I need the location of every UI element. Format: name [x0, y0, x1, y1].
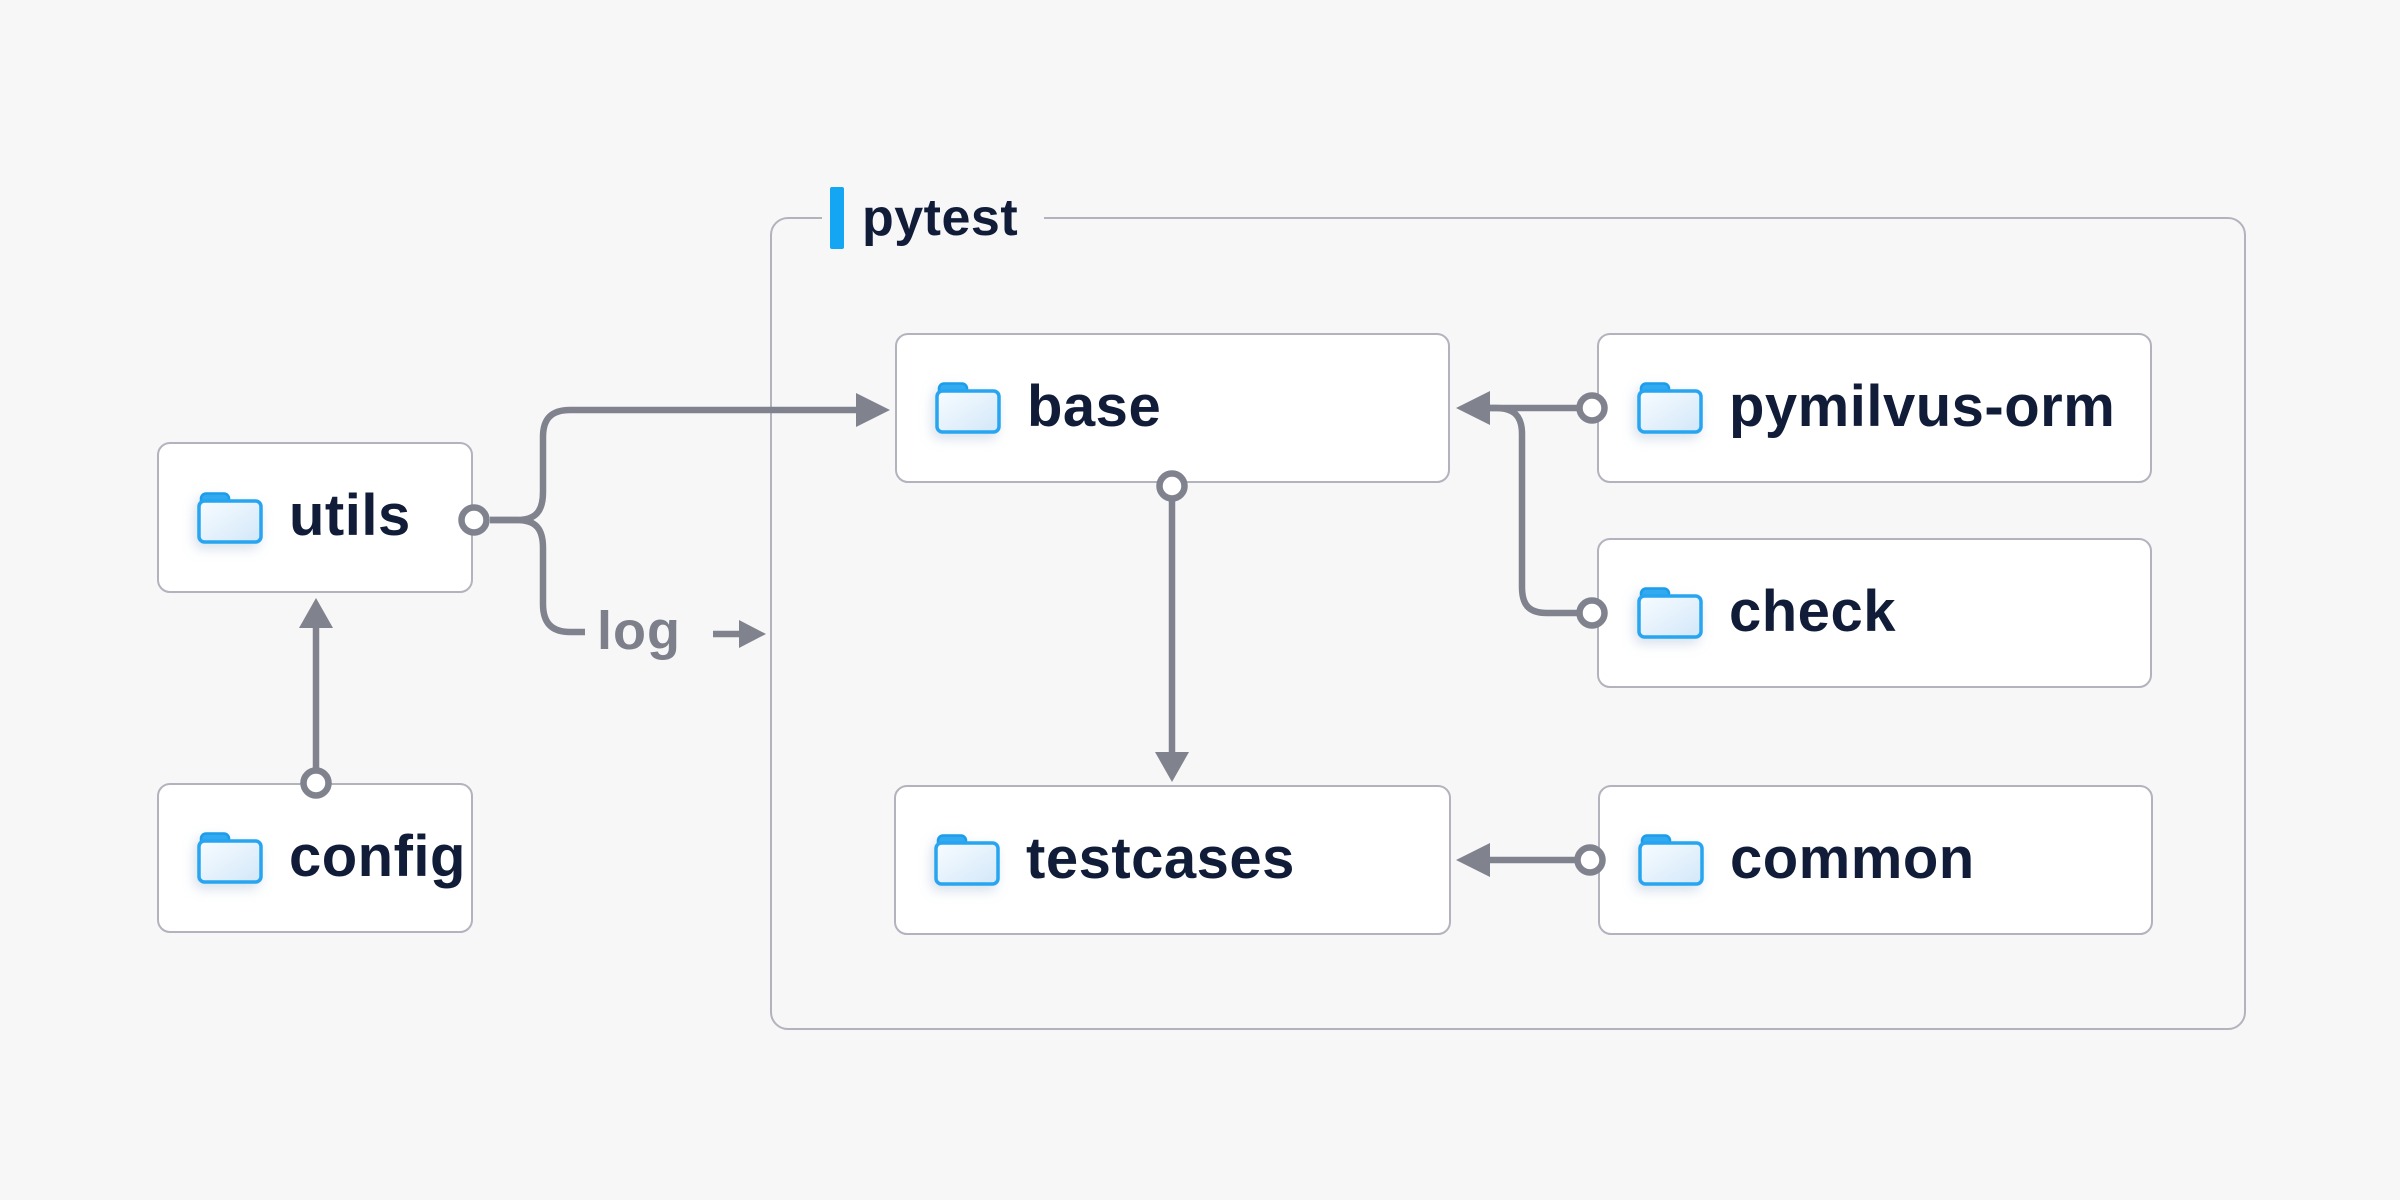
pytest-group-label: pytest [822, 186, 1045, 250]
node-config[interactable]: config [157, 783, 473, 933]
node-label: base [1027, 373, 1162, 439]
folder-icon [1637, 587, 1703, 639]
arrowhead-log [739, 620, 766, 648]
node-label: pymilvus-orm [1729, 373, 2116, 439]
node-pymilvus-orm[interactable]: pymilvus-orm [1597, 333, 2152, 483]
edge-label-log: log [597, 601, 681, 661]
folder-icon [935, 382, 1001, 434]
node-label: check [1729, 578, 1896, 644]
node-testcases[interactable]: testcases [894, 785, 1451, 935]
folder-icon [1637, 382, 1703, 434]
node-label: testcases [1026, 825, 1295, 891]
arrowhead-config-utils [299, 598, 333, 628]
folder-icon [934, 834, 1000, 886]
folder-icon [1638, 834, 1704, 886]
node-check[interactable]: check [1597, 538, 2152, 688]
node-label: utils [289, 483, 411, 548]
node-utils[interactable]: utils [157, 442, 473, 593]
node-common[interactable]: common [1598, 785, 2153, 935]
pytest-group: pytest [770, 186, 2246, 1030]
folder-icon [197, 832, 263, 884]
node-label: common [1730, 825, 1975, 891]
node-label: config [289, 823, 466, 889]
accent-bar-icon [830, 187, 844, 249]
group-title: pytest [862, 189, 1019, 247]
folder-icon [197, 491, 263, 544]
node-base[interactable]: base [895, 333, 1450, 483]
edge-utils-log [490, 516, 585, 636]
